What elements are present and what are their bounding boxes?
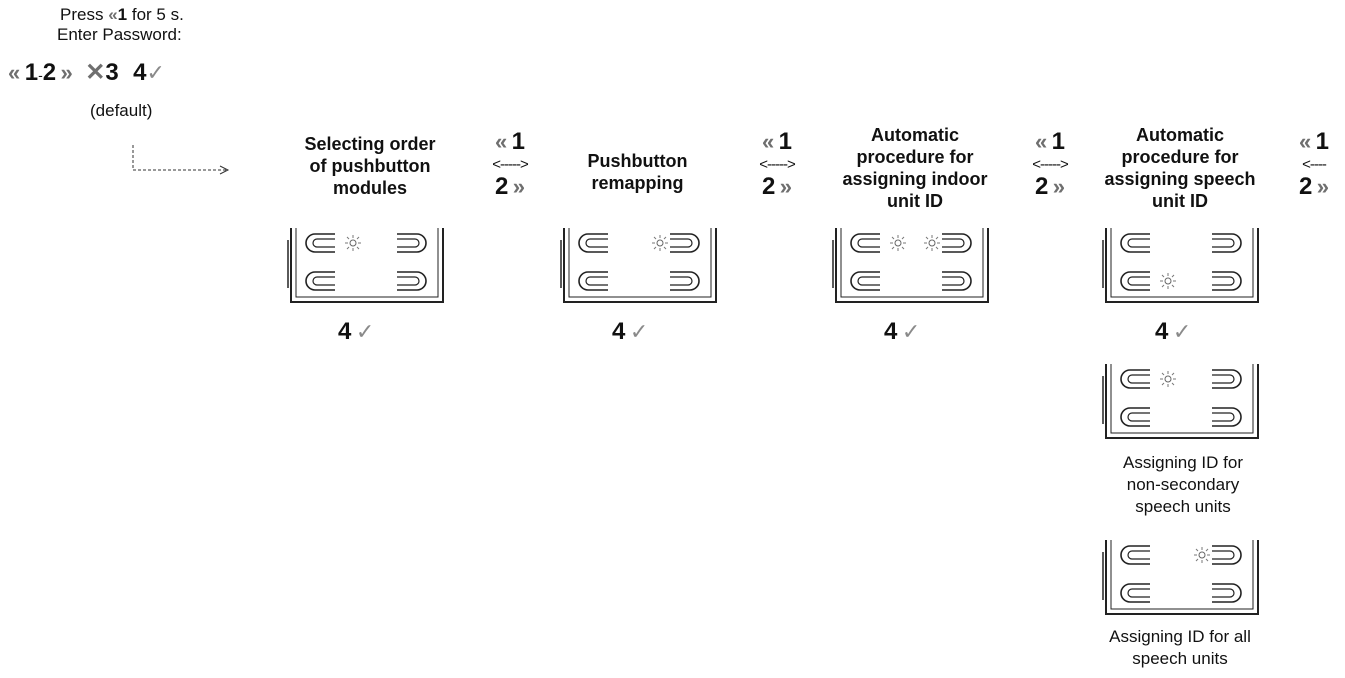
chevron-right-icon: » [779, 174, 793, 199]
nav-down-key: 2 [1298, 173, 1313, 200]
step-4-confirm: 4 ✓ [1155, 318, 1191, 346]
label-line: Assigning ID for [1123, 453, 1243, 472]
title-line: Selecting order [304, 134, 436, 154]
nav-arrow: <-----> [1032, 156, 1069, 173]
step-3-confirm: 4 ✓ [884, 318, 920, 346]
step-3-title: Automatic procedure for assigning indoor… [820, 124, 1010, 212]
step-1-title: Selecting order of pushbutton modules [280, 133, 460, 199]
sub-option-2-panel [1102, 540, 1262, 618]
title-line: procedure for [1121, 147, 1239, 167]
nav-arrow: <-----> [492, 156, 529, 173]
sub-option-1-panel [1102, 364, 1262, 442]
nav-down-key: 2 [1034, 173, 1049, 200]
step-4-panel [1102, 228, 1262, 306]
nav-connector-4: « 1 <---- 2 » [1285, 128, 1343, 201]
confirm-key: 4 [884, 318, 898, 345]
title-line: procedure for [856, 147, 974, 167]
title-line: of pushbutton [309, 156, 431, 176]
title-line: unit ID [887, 191, 943, 211]
nav-down-key: 2 [761, 173, 776, 200]
press-prefix: Press [60, 5, 104, 24]
step-1-panel [287, 228, 447, 306]
cross-icon: ✕ [85, 59, 106, 86]
sun-led-icon [651, 234, 669, 252]
password-separator: - [38, 67, 43, 83]
step-1-confirm: 4 ✓ [338, 318, 374, 346]
chevron-left-icon: « [761, 129, 775, 154]
confirm-key: 4 [338, 318, 352, 345]
sun-led-icon [1159, 272, 1177, 290]
chevron-left-icon: « [8, 60, 21, 85]
title-line: assigning speech [1104, 169, 1256, 189]
sun-led-icon [889, 234, 907, 252]
title-line: Pushbutton [587, 151, 688, 171]
label-line: Assigning ID for all [1109, 627, 1251, 646]
label-line: speech units [1132, 649, 1228, 668]
chevron-left-icon: « [1034, 129, 1048, 154]
chevron-right-icon: » [512, 174, 526, 199]
nav-connector-1: « 1 <-----> 2 » [475, 128, 545, 201]
nav-connector-2: « 1 <-----> 2 » [742, 128, 812, 201]
step-2-panel [560, 228, 720, 306]
title-line: Automatic [1135, 125, 1224, 145]
sub-option-1-label: Assigning ID for non-secondary speech un… [1088, 452, 1278, 518]
nav-arrow: <---- [1302, 156, 1327, 173]
chevron-left-icon: « [108, 5, 118, 24]
nav-arrow: <-----> [759, 156, 796, 173]
chevron-right-icon: » [1316, 174, 1330, 199]
chevron-left-icon: « [494, 129, 508, 154]
nav-up-key: 1 [511, 128, 526, 155]
chevron-left-icon: « [1298, 129, 1312, 154]
nav-down-key: 2 [494, 173, 509, 200]
password-key-2: 2 [42, 59, 57, 86]
press-suffix: for 5 s. [131, 5, 184, 24]
enter-password-label: Enter Password: [57, 25, 182, 44]
press-key: 1 [117, 5, 128, 24]
dashed-connector [132, 145, 230, 175]
label-line: non-secondary [1126, 475, 1240, 494]
confirm-key: 4 [1155, 318, 1169, 345]
password-sequence: « 1-2 » ✕3 4✓ [8, 58, 165, 87]
sun-led-icon [1193, 546, 1211, 564]
password-key-4: 4 [133, 59, 147, 86]
title-line: assigning indoor [842, 169, 988, 189]
press-instruction: Press «1 for 5 s. [60, 4, 184, 26]
check-icon: ✓ [146, 60, 165, 85]
check-icon: ✓ [355, 319, 375, 344]
step-4-title: Automatic procedure for assigning speech… [1085, 124, 1275, 212]
check-icon: ✓ [901, 319, 921, 344]
check-icon: ✓ [1172, 319, 1192, 344]
password-key-1: 1 [24, 59, 39, 86]
step-2-confirm: 4 ✓ [612, 318, 648, 346]
sun-led-icon [344, 234, 362, 252]
default-note: (default) [90, 101, 153, 120]
nav-up-key: 1 [1315, 128, 1330, 155]
title-line: remapping [591, 173, 684, 193]
title-line: Automatic [870, 125, 959, 145]
label-line: speech units [1135, 497, 1231, 516]
chevron-right-icon: » [60, 60, 73, 85]
step-3-panel [832, 228, 992, 306]
chevron-right-icon: » [1052, 174, 1066, 199]
confirm-key: 4 [612, 318, 626, 345]
intro-block: Press «1 for 5 s. Enter Password: « 1-2 … [0, 0, 270, 190]
sub-option-2-label: Assigning ID for all speech units [1080, 626, 1280, 670]
nav-connector-3: « 1 <-----> 2 » [1015, 128, 1085, 201]
title-line: modules [332, 178, 407, 198]
title-line: unit ID [1152, 191, 1208, 211]
nav-up-key: 1 [1051, 128, 1066, 155]
sun-led-icon [923, 234, 941, 252]
sun-led-icon [1159, 370, 1177, 388]
nav-up-key: 1 [778, 128, 793, 155]
password-key-3: 3 [105, 59, 119, 86]
check-icon: ✓ [629, 319, 649, 344]
step-2-title: Pushbutton remapping [555, 150, 720, 194]
